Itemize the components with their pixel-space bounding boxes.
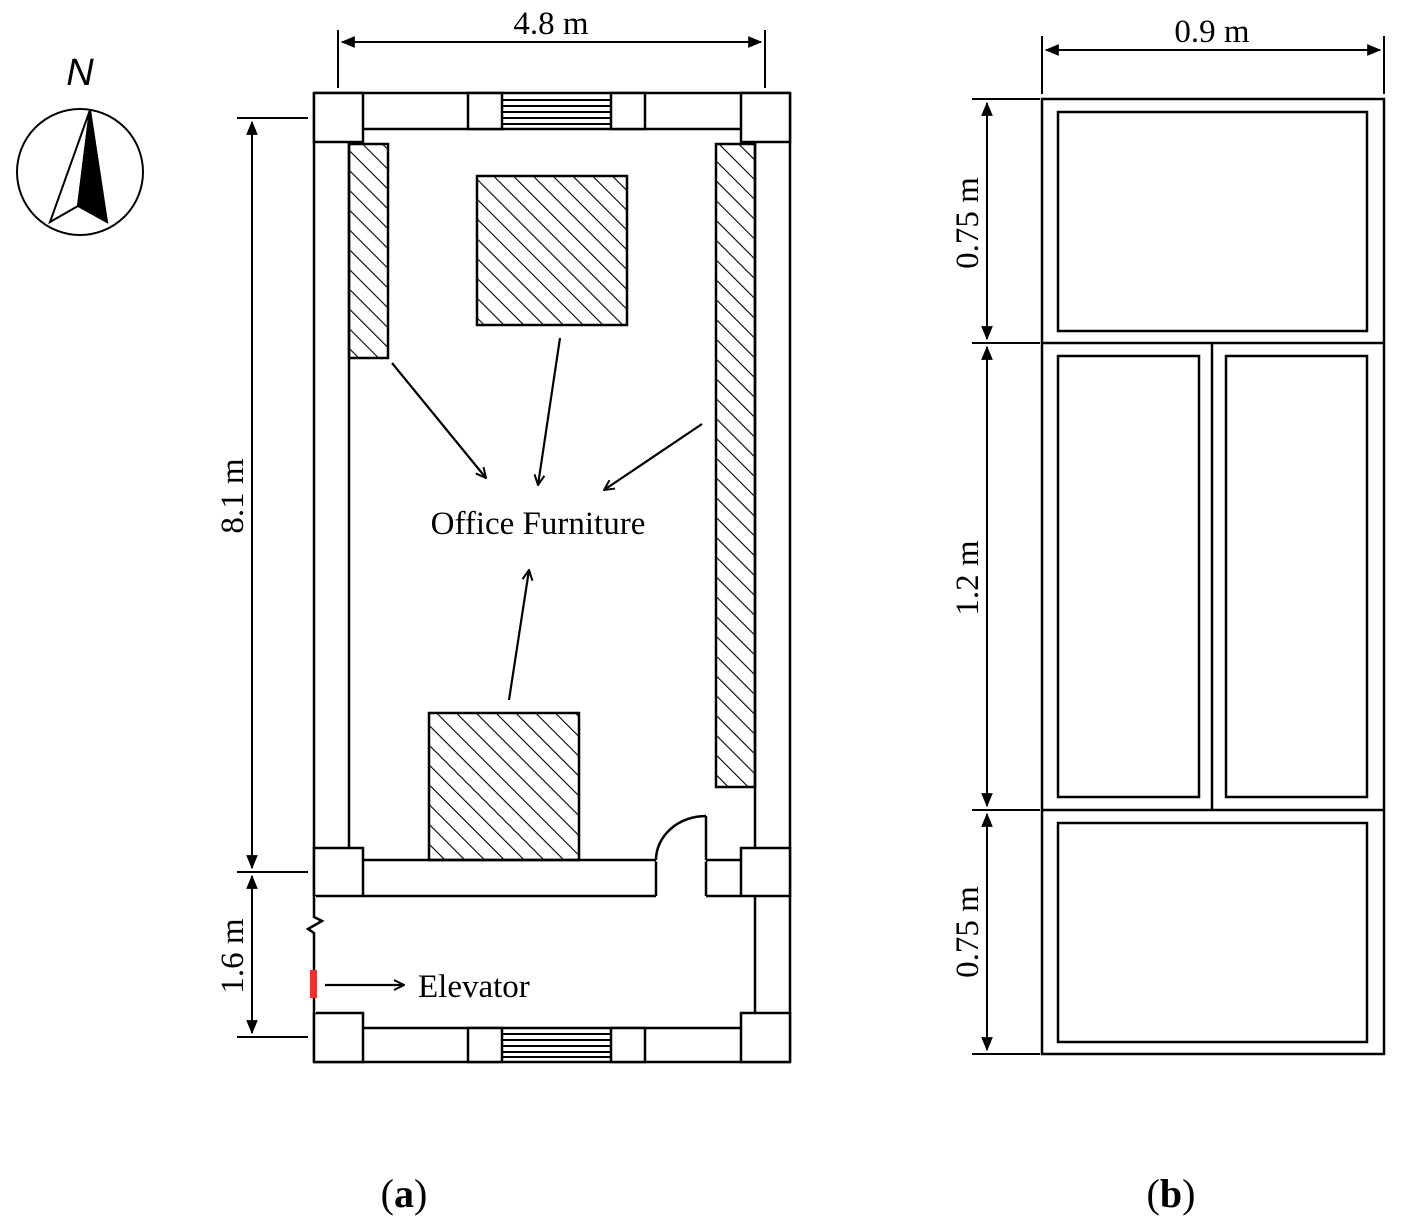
cabinet-dimensions <box>972 36 1385 1055</box>
elevator-label: Elevator <box>418 969 530 1005</box>
caption-a: (a) <box>381 1171 428 1216</box>
caption-b: (b) <box>1147 1171 1196 1216</box>
column-bottom-left <box>312 1011 365 1064</box>
plan-width-label: 4.8 m <box>513 6 589 42</box>
furniture-cabinet-left <box>347 142 390 360</box>
cabinet-middle-right-panel <box>1224 354 1369 799</box>
north-label: N <box>66 52 94 94</box>
north-compass: N <box>16 52 144 236</box>
column-top-left <box>312 91 365 144</box>
plan-corridor-label: 1.6 m <box>215 918 251 994</box>
cabinet-width-label: 0.9 m <box>1174 14 1250 50</box>
partition-wall <box>363 858 741 898</box>
plan-dimensions <box>237 30 766 1038</box>
furniture-desk-top <box>475 174 629 327</box>
compass-circle <box>16 108 144 236</box>
furniture-arrows <box>391 337 703 701</box>
window-top <box>466 91 647 131</box>
arrow-from-left-cabinet <box>391 362 486 478</box>
door <box>654 814 708 862</box>
cabinet-elevation <box>1040 97 1386 1056</box>
arrow-from-bottom-desk <box>507 570 529 701</box>
cabinet-bottom-panel <box>1056 821 1369 1044</box>
plan-height-label: 8.1 m <box>215 458 251 534</box>
arrow-from-right-cabinet <box>604 423 703 490</box>
cabinet-outer-frame <box>1040 97 1386 1056</box>
furniture-cabinet-right <box>714 142 757 789</box>
cabinet-middle-left-panel <box>1056 354 1201 799</box>
compass-needle-right <box>76 109 109 224</box>
cabinet-bottom-label: 0.75 m <box>950 886 986 978</box>
cabinet-middle-label: 1.2 m <box>950 540 986 616</box>
arrow-from-top-desk <box>538 337 562 485</box>
column-mid-left <box>312 846 365 898</box>
column-bottom-right <box>739 1011 792 1064</box>
office-furniture-label: Office Furniture <box>431 506 646 542</box>
elevator-marker <box>310 970 317 998</box>
window-bottom <box>363 1026 741 1064</box>
column-top-right <box>739 91 792 144</box>
column-mid-right <box>739 846 792 898</box>
cabinet-top-label: 0.75 m <box>950 177 986 269</box>
furniture-desk-bottom <box>427 711 581 862</box>
cabinet-top-panel <box>1056 110 1369 333</box>
